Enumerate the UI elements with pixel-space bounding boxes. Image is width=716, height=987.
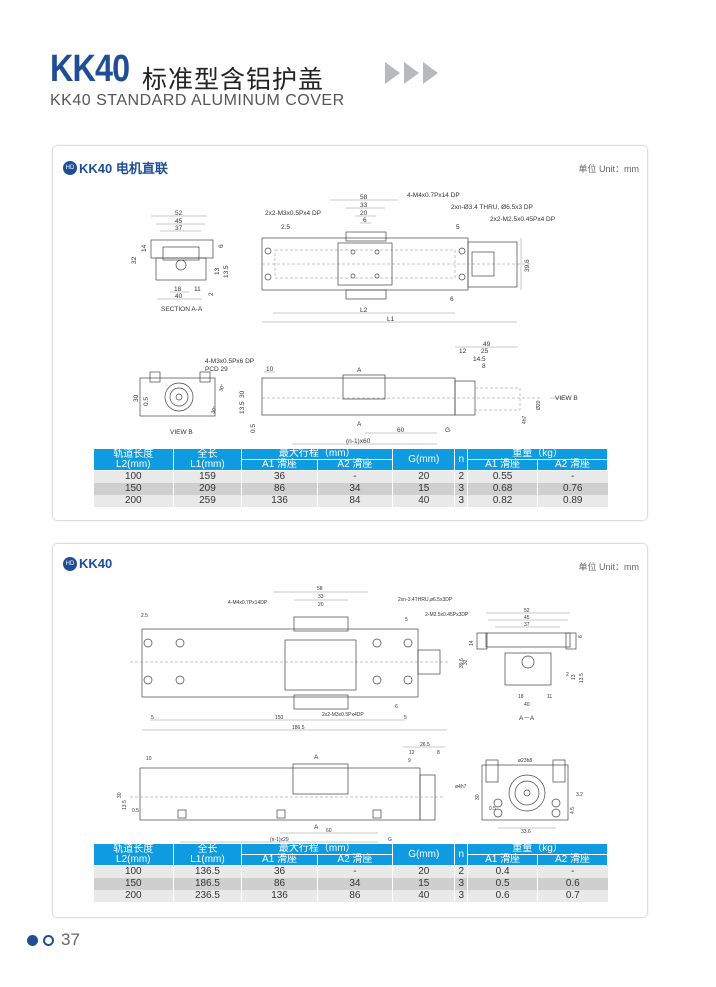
unit-label: 单位 Unit：mm [578,562,640,572]
hd-badge-icon: HD [63,556,77,571]
section-heading: HD KK40 电机直联 [63,158,168,177]
hd-badge-icon: HD [63,160,77,175]
page-title-en: KK40 STANDARD ALUMINUM COVER [50,92,345,109]
unit-label: 单位 Unit：mm [578,164,640,174]
page-number: 37 [61,930,80,949]
outline-dot-icon [43,934,54,946]
page-title-cn: 标准型含铝护盖 [142,65,325,94]
arrows-decoration-icon [385,62,438,84]
section-heading: HD KK40 [63,556,112,571]
filled-dot-icon [27,934,38,946]
section-title: KK40 电机直联 [79,161,168,176]
model-title: KK40 [50,48,130,90]
section-title: KK40 [79,556,113,571]
page-footer: 37 [27,930,80,950]
